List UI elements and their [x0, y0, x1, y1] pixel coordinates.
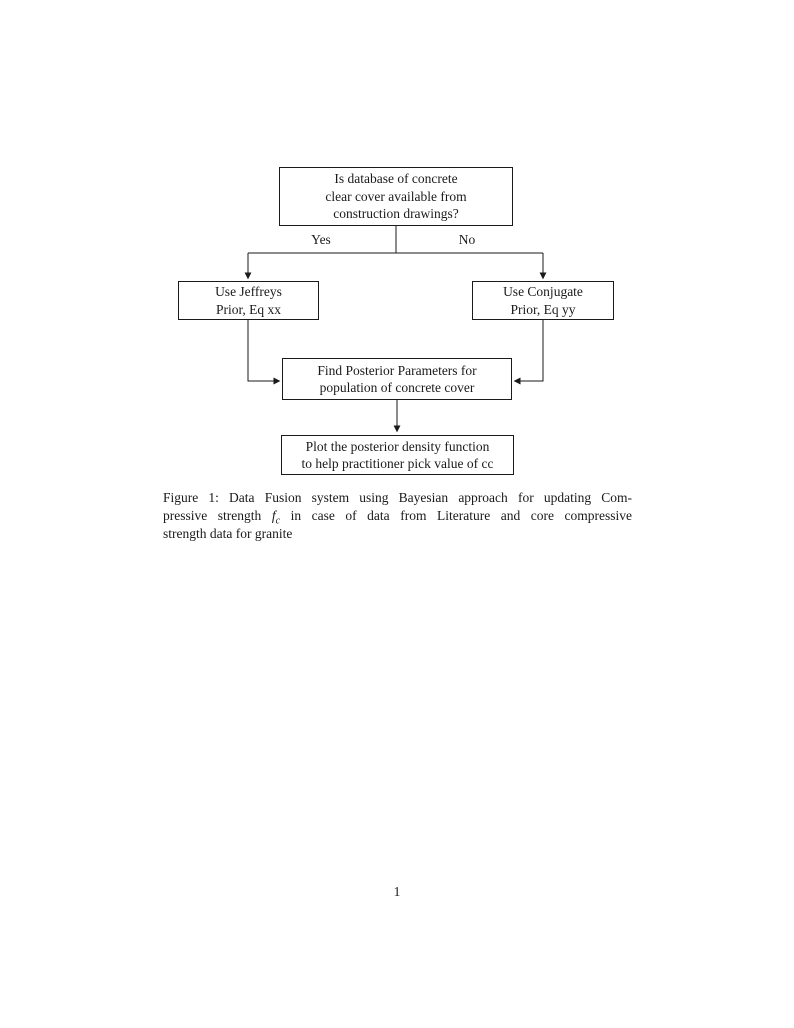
decision-box-line: clear cover available from: [325, 188, 467, 204]
conjugate-prior-box: Use Conjugate Prior, Eq yy: [472, 281, 614, 320]
caption-line: strength data for granite: [163, 526, 293, 541]
decision-box-line: Is database of concrete: [334, 171, 458, 187]
caption-line: Figure 1: Data Fusion system using Bayes…: [163, 490, 632, 505]
connector-jeffreys-to-posterior: [247, 320, 281, 385]
plot-density-box-line: to help practitioner pick value of cc: [301, 456, 494, 471]
posterior-parameters-box-line: population of concrete cover: [319, 380, 475, 395]
flowchart-connectors: [244, 226, 547, 433]
page-number: 1: [393, 884, 401, 899]
decision-box-line: construction drawings?: [333, 206, 459, 222]
no-branch-label: No: [458, 232, 476, 247]
connector-conjugate-to-posterior: [513, 320, 544, 385]
jeffreys-prior-box-line: Use Jeffreys: [215, 284, 282, 299]
yes-branch-label: Yes: [311, 232, 331, 247]
posterior-parameters-box-line: Find Posterior Parameters for: [317, 362, 477, 378]
caption-text: in case of data from Literature and core…: [290, 508, 633, 523]
caption-text: pressive strength: [163, 508, 262, 523]
math-fc-symbol: fc: [271, 508, 281, 527]
conjugate-prior-box-line: Prior, Eq yy: [510, 301, 576, 317]
plot-density-box: Plot the posterior density function to h…: [281, 435, 514, 475]
figure-caption: Figure 1: Data Fusion system using Bayes…: [163, 489, 632, 543]
posterior-parameters-box: Find Posterior Parameters for population…: [282, 358, 512, 400]
plot-density-box-line: Plot the posterior density function: [305, 438, 490, 454]
jeffreys-prior-box-line: Prior, Eq xx: [215, 301, 282, 317]
decision-box: Is database of concrete clear cover avai…: [279, 167, 513, 226]
conjugate-prior-box-line: Use Conjugate: [503, 284, 583, 299]
caption-line: pressive strength fc in case of data fro…: [163, 507, 633, 527]
jeffreys-prior-box: Use Jeffreys Prior, Eq xx: [178, 281, 319, 320]
